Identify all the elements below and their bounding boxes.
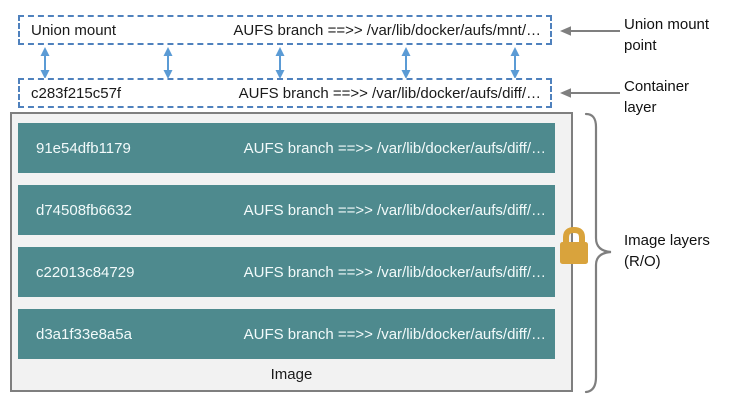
union-mount-label: Union mount: [31, 21, 117, 39]
curly-brace-icon: [584, 112, 612, 394]
annotation-container-layer: Container layer: [624, 78, 690, 116]
annotation-image-layers: Image layers (R/O): [624, 232, 710, 270]
container-layer-path: AUFS branch ==>> /var/lib/docker/aufs/di…: [238, 84, 541, 102]
layer-path: AUFS branch ==>> /var/lib/docker/aufs/di…: [243, 139, 546, 157]
image-layer-row: d3a1f33e8a5a AUFS branch ==>> /var/lib/d…: [18, 309, 555, 359]
double-arrow-icon: [401, 47, 411, 79]
lock-icon: [560, 226, 588, 264]
double-arrow-icon: [163, 47, 173, 79]
layer-id: c22013c84729: [36, 263, 135, 281]
layer-path: AUFS branch ==>> /var/lib/docker/aufs/di…: [243, 263, 546, 281]
container-layer-box: c283f215c57f AUFS branch ==>> /var/lib/d…: [18, 78, 552, 108]
double-arrow-icon: [40, 47, 50, 79]
layer-path: AUFS branch ==>> /var/lib/docker/aufs/di…: [243, 325, 546, 343]
image-layer-row: 91e54dfb1179 AUFS branch ==>> /var/lib/d…: [18, 123, 555, 173]
image-caption: Image: [270, 366, 313, 383]
layer-path: AUFS branch ==>> /var/lib/docker/aufs/di…: [243, 201, 546, 219]
bidirectional-arrows: [40, 47, 520, 79]
left-arrow-icon: [560, 26, 620, 36]
layer-id: d74508fb6632: [36, 201, 132, 219]
left-arrow-icon: [560, 88, 620, 98]
container-layer-id: c283f215c57f: [31, 84, 122, 102]
layer-id: 91e54dfb1179: [36, 139, 131, 157]
double-arrow-icon: [510, 47, 520, 79]
layer-id: d3a1f33e8a5a: [36, 325, 132, 343]
image-layer-row: c22013c84729 AUFS branch ==>> /var/lib/d…: [18, 247, 555, 297]
double-arrow-icon: [275, 47, 285, 79]
image-box: 91e54dfb1179 AUFS branch ==>> /var/lib/d…: [10, 112, 573, 392]
union-mount-path: AUFS branch ==>> /var/lib/docker/aufs/mn…: [233, 21, 541, 39]
image-layer-row: d74508fb6632 AUFS branch ==>> /var/lib/d…: [18, 185, 555, 235]
annotation-union-mount-point: Union mount point: [624, 16, 710, 54]
union-mount-box: Union mount AUFS branch ==>> /var/lib/do…: [18, 15, 552, 45]
